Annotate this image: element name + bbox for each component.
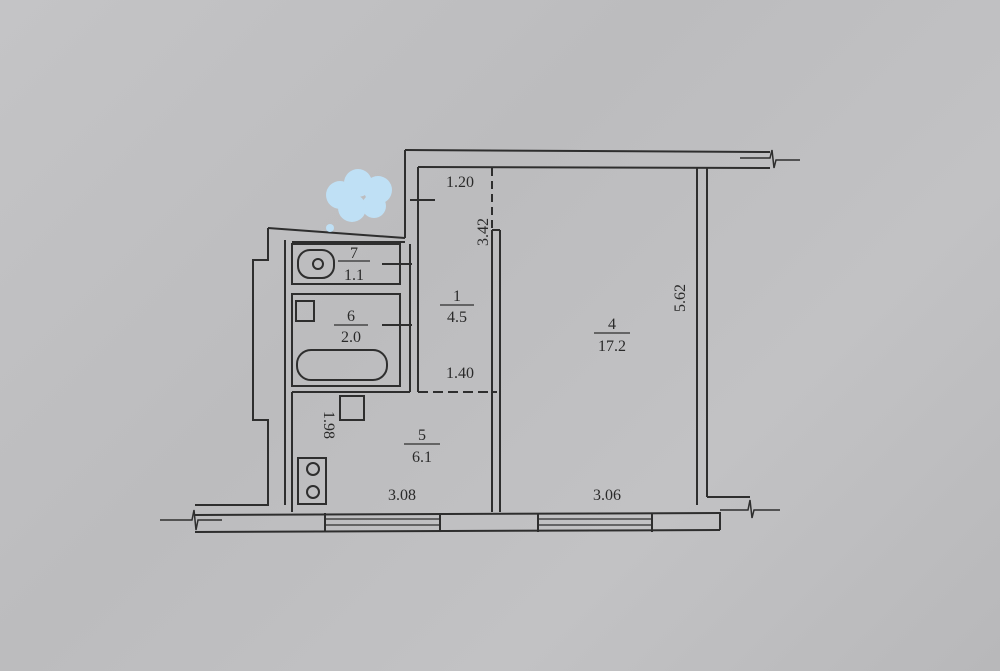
dim-hall-height: 3.42 (475, 218, 492, 246)
room-7-number: 7 (350, 245, 358, 262)
room-5-area: 6.1 (412, 449, 432, 466)
dim-kitchen-height: 1.98 (320, 411, 337, 439)
dim-living-width: 3.06 (593, 487, 621, 504)
room-1-area: 4.5 (447, 309, 467, 326)
room-6-area: 2.0 (341, 329, 361, 346)
room-4-number: 4 (608, 316, 616, 333)
room-6-number: 6 (347, 308, 355, 325)
room-5-number: 5 (418, 427, 426, 444)
room-4-area: 17.2 (598, 338, 626, 355)
dim-living-height: 5.62 (672, 284, 689, 312)
dim-hall-top: 1.20 (446, 174, 474, 191)
dim-hall-bottom: 1.40 (446, 365, 474, 382)
room-7-area: 1.1 (344, 267, 364, 284)
room-1-number: 1 (453, 288, 461, 305)
redaction-blob (326, 169, 392, 232)
dim-kitchen-width: 3.08 (388, 487, 416, 504)
